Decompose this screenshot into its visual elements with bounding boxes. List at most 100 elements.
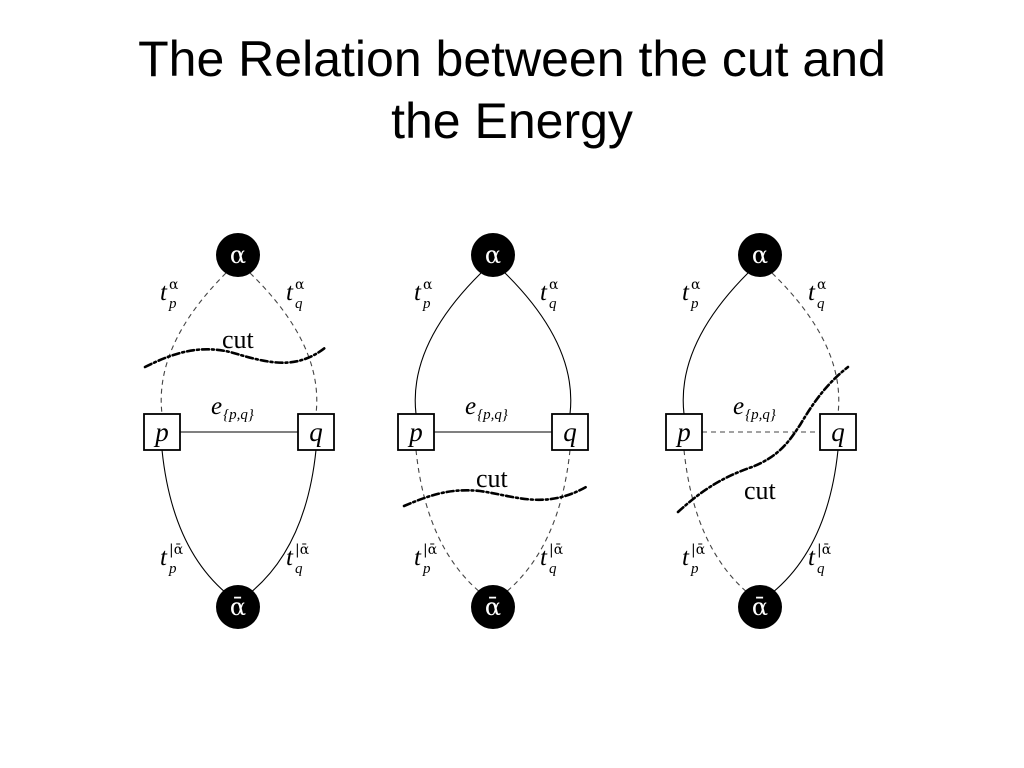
weight-subscript: p	[690, 561, 699, 577]
pixel-q-box	[819, 413, 857, 451]
cut-curve	[402, 485, 588, 508]
weight-subscript: q	[817, 296, 825, 312]
sink-node	[471, 585, 515, 629]
cut-label: cut	[744, 476, 777, 505]
edge-sink-p	[683, 449, 749, 594]
source-node	[471, 233, 515, 277]
weight-letter: t	[808, 544, 816, 571]
edge-source-q	[771, 272, 840, 415]
edge-sink-q	[504, 449, 571, 594]
weight-superscript: α	[423, 277, 433, 293]
source-label: α	[752, 241, 768, 269]
pixel-p-box	[143, 413, 181, 451]
weight-subscript: p	[690, 296, 699, 312]
source-label: α	[485, 241, 501, 269]
weight-letter: t	[160, 279, 168, 306]
source-node	[738, 233, 782, 277]
edge-source-p	[682, 272, 749, 415]
edge-source-q	[249, 272, 318, 415]
weight-letter: t	[682, 279, 690, 306]
weight-letter: t	[540, 544, 548, 571]
slide-title: The Relation between the cut and the Ene…	[0, 28, 1024, 152]
source-node	[216, 233, 260, 277]
weight-subscript: p	[422, 296, 431, 312]
sink-label: ᾱ	[752, 593, 768, 621]
weight-letter: t	[808, 279, 816, 306]
weight-subscript: p	[422, 561, 431, 577]
edge-sink-q	[771, 449, 839, 594]
slide-title-line-2: the Energy	[391, 93, 633, 149]
pixel-q-label: q	[831, 417, 845, 447]
edge-source-p	[160, 272, 227, 415]
edge-weight-label: e{p,q}	[465, 393, 508, 423]
weight-subscript: p	[168, 296, 177, 312]
weight-superscript: α	[549, 277, 559, 293]
edge-weight-label: e{p,q}	[211, 393, 254, 423]
weight-superscript: |ᾱ	[169, 542, 184, 558]
weight-subscript: q	[549, 296, 557, 312]
pixel-p-label: p	[153, 417, 169, 447]
weight-letter: t	[160, 544, 168, 571]
pixel-p-label: p	[407, 417, 423, 447]
slide-title-line-1: The Relation between the cut and	[138, 31, 886, 87]
edge-source-q	[504, 272, 572, 415]
weight-subscript: q	[817, 561, 825, 577]
edge-source-p	[414, 272, 482, 415]
pixel-p-label: p	[675, 417, 691, 447]
weight-superscript: α	[691, 277, 701, 293]
cut-label: cut	[222, 325, 255, 354]
sink-label: ᾱ	[485, 593, 501, 621]
weight-letter: t	[540, 279, 548, 306]
edge-weight-label: e{p,q}	[733, 393, 776, 423]
pixel-p-box	[665, 413, 703, 451]
weight-subscript: p	[168, 561, 177, 577]
cut-curve	[676, 365, 850, 514]
weight-subscript: q	[295, 296, 303, 312]
weight-superscript: |ᾱ	[817, 542, 832, 558]
sink-node	[216, 585, 260, 629]
weight-superscript: |ᾱ	[691, 542, 706, 558]
pixel-p-box	[397, 413, 435, 451]
edge-sink-q	[249, 449, 317, 594]
weight-letter: t	[286, 279, 294, 306]
sink-label: ᾱ	[230, 593, 246, 621]
cut-label: cut	[476, 464, 509, 493]
pixel-q-box	[551, 413, 589, 451]
weight-superscript: α	[817, 277, 827, 293]
weight-letter: t	[414, 279, 422, 306]
pixel-q-label: q	[563, 417, 577, 447]
weight-subscript: q	[295, 561, 303, 577]
edge-sink-p	[161, 449, 227, 594]
pixel-q-box	[297, 413, 335, 451]
weight-letter: t	[414, 544, 422, 571]
weight-subscript: q	[549, 561, 557, 577]
source-label: α	[230, 241, 246, 269]
weight-letter: t	[682, 544, 690, 571]
cut-curve	[143, 345, 328, 369]
sink-node	[738, 585, 782, 629]
weight-superscript: α	[295, 277, 305, 293]
edge-sink-p	[415, 449, 482, 594]
weight-superscript: |ᾱ	[549, 542, 564, 558]
weight-superscript: α	[169, 277, 179, 293]
pixel-q-label: q	[309, 417, 323, 447]
weight-superscript: |ᾱ	[423, 542, 438, 558]
weight-letter: t	[286, 544, 294, 571]
weight-superscript: |ᾱ	[295, 542, 310, 558]
